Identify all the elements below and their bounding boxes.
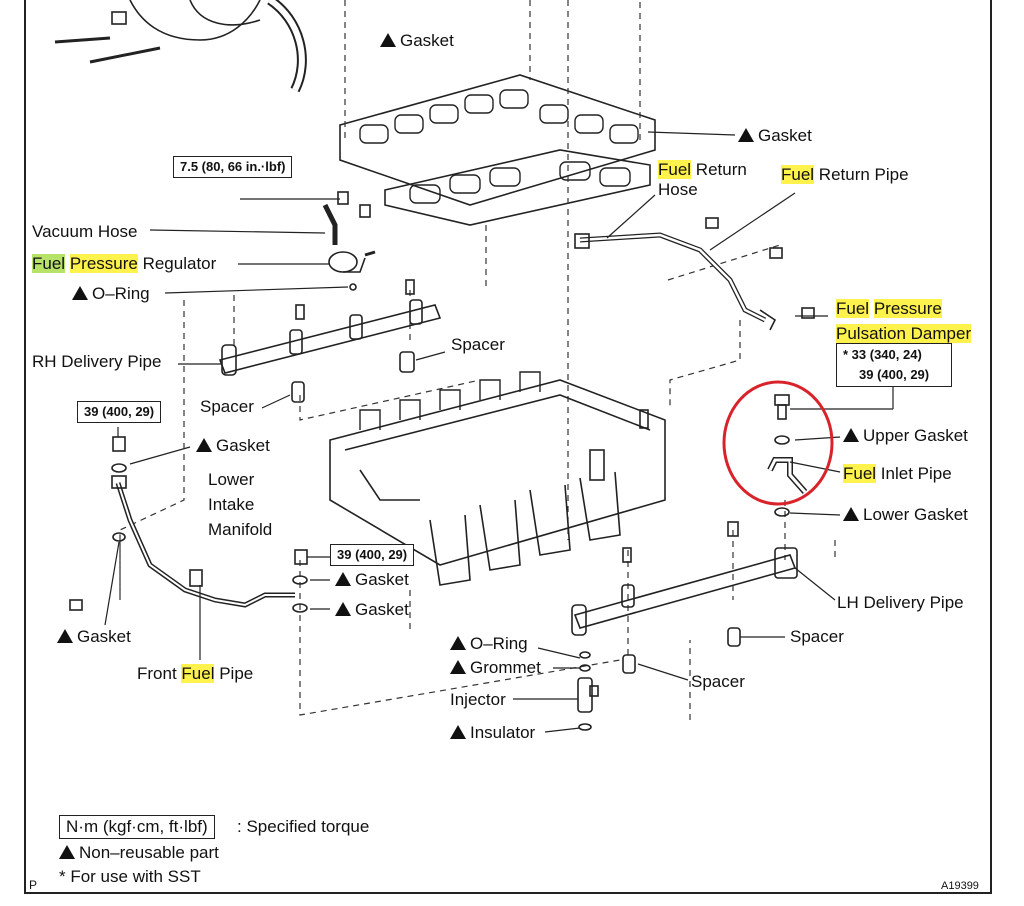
corner-letter: P: [29, 878, 38, 892]
figure-reference: A19399: [941, 880, 979, 892]
label-fuel-inlet-pipe: Fuel Inlet Pipe: [843, 464, 952, 483]
label-gasket-left: Gasket: [196, 436, 270, 456]
label-gasket-mid-1: Gasket: [335, 570, 409, 590]
nonreusable-triangle-icon: [59, 845, 75, 859]
nonreusable-triangle-icon: [196, 438, 212, 452]
label-upper-gasket: Upper Gasket: [843, 426, 968, 446]
torque-sst-value: * 33 (340, 24): [843, 347, 922, 362]
label-rh-delivery-pipe: RH Delivery Pipe: [32, 352, 162, 371]
nonreusable-triangle-icon: [843, 428, 859, 442]
label-spacer-left: Spacer: [200, 397, 254, 416]
label-gasket-upper-right: Gasket: [738, 126, 812, 146]
label-lower-gasket: Lower Gasket: [843, 505, 968, 525]
torque-box-regulator: 7.5 (80, 66 in.·lbf): [173, 156, 293, 178]
label-gasket-top: Gasket: [380, 31, 454, 51]
nonreusable-triangle-icon: [72, 286, 88, 300]
nonreusable-triangle-icon: [843, 507, 859, 521]
nonreusable-triangle-icon: [335, 572, 351, 586]
label-vacuum-hose: Vacuum Hose: [32, 222, 138, 241]
legend-sst: * For use with SST: [59, 867, 201, 886]
legend-unit-box: N·m (kgf·cm, ft·lbf): [59, 815, 215, 839]
label-oring-bottom: O–Ring: [450, 634, 528, 654]
legend-nonreusable: Non–reusable part: [59, 842, 219, 864]
nonreusable-triangle-icon: [738, 128, 754, 142]
torque-value: 39 (400, 29): [859, 367, 930, 382]
nonreusable-triangle-icon: [450, 660, 466, 674]
nonreusable-triangle-icon: [450, 636, 466, 650]
label-gasket-mid-2: Gasket: [335, 600, 409, 620]
label-oring-top: O–Ring: [72, 284, 150, 304]
torque-box-damper: * 33 (340, 24) 39 (400, 29): [836, 343, 952, 387]
torque-box-manifold: 39 (400, 29): [330, 544, 415, 566]
label-spacer-right: Spacer: [790, 627, 844, 646]
label-fuel-pressure-regulator: Fuel Pressure Regulator: [32, 254, 217, 273]
torque-box-front-pipe: 39 (400, 29): [77, 401, 162, 423]
label-grommet: Grommet: [450, 658, 541, 678]
highlight-circle: [722, 380, 834, 506]
label-spacer-mid: Spacer: [451, 335, 505, 354]
nonreusable-triangle-icon: [380, 33, 396, 47]
label-fuel-return-pipe: Fuel Return Pipe: [781, 165, 909, 184]
label-insulator: Insulator: [450, 723, 535, 743]
label-injector: Injector: [450, 690, 506, 709]
label-lh-delivery-pipe: LH Delivery Pipe: [837, 593, 964, 612]
nonreusable-triangle-icon: [450, 725, 466, 739]
nonreusable-triangle-icon: [57, 629, 73, 643]
label-spacer-bottom: Spacer: [691, 672, 745, 691]
label-front-fuel-pipe: Front Fuel Pipe: [137, 664, 254, 683]
nonreusable-triangle-icon: [335, 602, 351, 616]
diagram-frame: [24, 0, 992, 894]
legend-unit-text: : Specified torque: [237, 817, 370, 836]
label-gasket-bottom-left: Gasket: [57, 627, 131, 647]
